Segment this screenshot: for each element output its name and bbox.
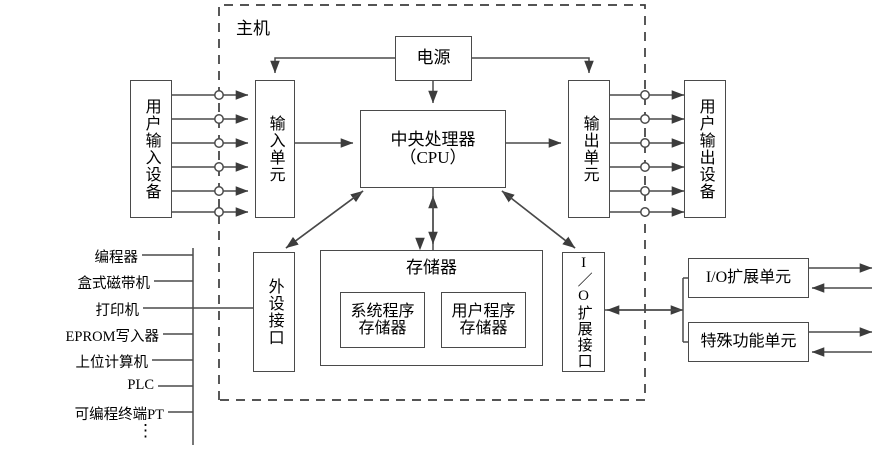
input-unit-block: 输入单元 — [255, 80, 295, 218]
peripheral-list-item-3: EPROM写入器 — [65, 329, 159, 345]
peripheral-list-item-2: 打印机 — [95, 303, 140, 319]
peripheral-list-item-5: PLC — [127, 377, 154, 393]
user-program-memory-line1: 用户程序 — [451, 302, 516, 320]
system-program-memory-line1: 系统程序 — [350, 302, 415, 320]
output-unit-block: 输出单元 — [568, 80, 610, 218]
io-expansion-interface-block: I／O扩展接口 — [562, 252, 605, 372]
memory-label: 存储器 — [406, 258, 457, 277]
peripheral-list-item-1: 盒式磁带机 — [77, 276, 151, 292]
system-program-memory-block: 系统程序 存储器 — [340, 292, 425, 348]
io-expansion-unit-block: I/O扩展单元 — [688, 258, 809, 298]
power-supply-block: 电源 — [395, 36, 472, 81]
peripheral-list-item-4: 上位计算机 — [75, 355, 149, 371]
cpu-block: 中央处理器 （CPU） — [360, 110, 506, 188]
cpu-label-line1: 中央处理器 — [390, 129, 476, 149]
peripheral-list-ellipsis: ⋮ — [137, 421, 155, 440]
peripheral-list-item-0: 编程器 — [94, 250, 139, 266]
user-program-memory-block: 用户程序 存储器 — [441, 292, 526, 348]
peripheral-interface-block: 外设接口 — [253, 252, 295, 372]
user-input-device-block: 用户输入设备 — [130, 80, 172, 218]
cpu-label-line2: （CPU） — [399, 148, 467, 167]
main-unit-label: 主机 — [236, 19, 270, 38]
special-function-unit-block: 特殊功能单元 — [688, 322, 809, 362]
user-output-device-block: 用户输出设备 — [684, 80, 726, 218]
system-program-memory-line2: 存储器 — [358, 320, 407, 337]
user-program-memory-line2: 存储器 — [459, 320, 508, 337]
peripheral-list-item-6: 可编程终端PT — [74, 407, 164, 423]
